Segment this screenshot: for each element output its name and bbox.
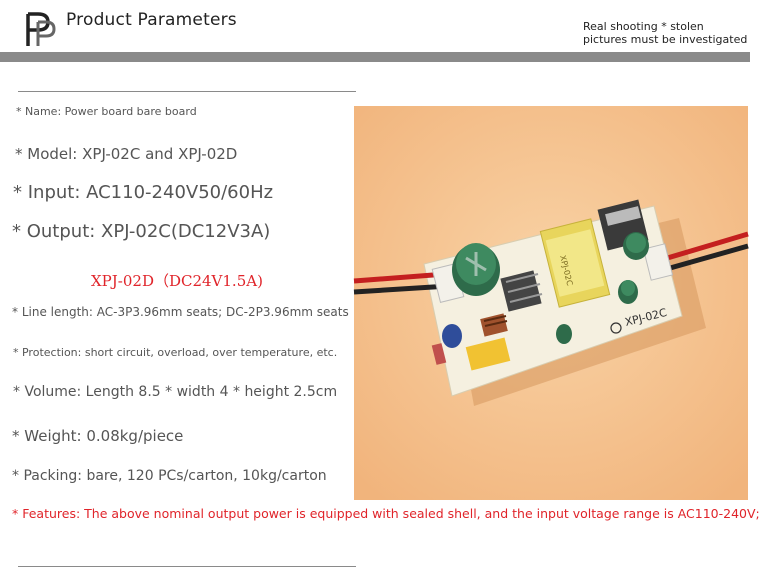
brand-logo (26, 12, 56, 46)
page-title: Product Parameters (66, 10, 237, 30)
bottom-divider (18, 566, 356, 567)
top-divider (18, 91, 356, 92)
page-header: Product Parameters Real shooting * stole… (0, 0, 750, 52)
spec-line-length: * Line length: AC-3P3.96mm seats; DC-2P3… (12, 305, 349, 319)
power-board-illustration: XPJ-02C XPJ-02C (353, 106, 749, 500)
spec-weight: * Weight: 0.08kg/piece (12, 427, 184, 445)
spec-packing: * Packing: bare, 120 PCs/carton, 10kg/ca… (12, 468, 327, 484)
spec-model: * Model: XPJ-02C and XPJ-02D (15, 145, 238, 163)
header-divider-bar (0, 52, 750, 62)
spec-input: * Input: AC110-240V50/60Hz (13, 182, 274, 203)
copyright-notice: Real shooting * stolen pictures must be … (583, 20, 748, 46)
product-photo: XPJ-02C XPJ-02C (353, 106, 749, 500)
spec-output: * Output: XPJ-02C(DC12V3A) (12, 221, 271, 242)
spec-features: * Features: The above nominal output pow… (12, 506, 760, 521)
spec-volume: * Volume: Length 8.5 * width 4 * height … (13, 384, 338, 400)
spec-name: * Name: Power board bare board (16, 105, 197, 118)
power-icon (610, 322, 622, 334)
spec-output-alt: XPJ-02D（DC24V1.5A) (91, 272, 263, 290)
spec-protection: * Protection: short circuit, overload, o… (13, 346, 338, 359)
